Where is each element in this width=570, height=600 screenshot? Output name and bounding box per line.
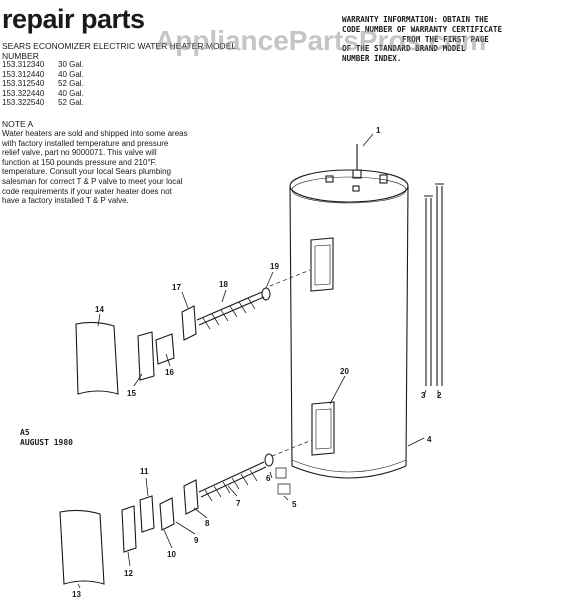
callout-5: 5: [292, 500, 297, 509]
callout-16: 16: [165, 368, 174, 377]
warranty-line: Warranty information: obtain the: [342, 15, 489, 24]
callout-15: 15: [127, 389, 136, 398]
lower-element-assembly: [121, 439, 313, 553]
model-row: 153.312340 30 Gal.: [2, 60, 84, 70]
note-body: Water heaters are sold and shipped into …: [2, 129, 240, 206]
note-line: code requirements if your water heater d…: [2, 186, 172, 196]
callout-6: 6: [266, 474, 271, 483]
callout-7: 7: [236, 499, 241, 508]
page-title: repair parts: [2, 4, 145, 34]
callout-3: 3: [421, 391, 426, 400]
callout-19: 19: [270, 262, 279, 271]
model-capacity: 40 Gal.: [58, 88, 84, 98]
edition-code: A5: [20, 428, 30, 437]
callout-11: 11: [140, 467, 149, 476]
note-line: salesman for correct T & P valve to meet…: [2, 176, 183, 186]
note-line: function at 150 pounds pressure and 210°…: [2, 157, 157, 167]
callout-1: 1: [376, 126, 381, 135]
model-capacity: 30 Gal.: [58, 60, 84, 69]
model-row: 153.322440 40 Gal.: [2, 89, 84, 99]
edition-date: AUGUST 1980: [20, 438, 73, 447]
lower-access-cover: [59, 509, 105, 585]
model-list: 153.312340 30 Gal. 153.312440 40 Gal. 153.…: [2, 60, 84, 108]
callout-12: 12: [124, 569, 133, 578]
callout-20: 20: [340, 367, 349, 376]
model-capacity: 40 Gal.: [58, 69, 84, 79]
model-capacity: 52 Gal.: [58, 79, 84, 89]
callout-2: 2: [437, 391, 442, 400]
model-row: 153.312540 52 Gal.: [2, 79, 84, 89]
note-line: Water heaters are sold and shipped into …: [2, 129, 188, 138]
model-row: 153.312440 40 Gal.: [2, 70, 84, 80]
note-line: have a factory installed T & P valve.: [2, 196, 129, 206]
note-title: NOTE A: [2, 119, 34, 129]
model-number: 153.312340: [2, 60, 45, 69]
callout-8: 8: [205, 519, 210, 528]
model-number: 153.312540: [2, 79, 45, 89]
watermark: AppliancePartsPros.com: [155, 25, 487, 56]
note-line: temperature. Consult your local Sears pl…: [2, 167, 171, 177]
callout-10: 10: [167, 550, 176, 559]
callout-13: 13: [72, 590, 81, 599]
water-heater-tank: [289, 144, 444, 479]
model-header: SEARS ECONOMIZER ELECTRIC WATER HEATER M…: [2, 41, 236, 61]
note-line: with factory installed temperature and p…: [2, 138, 169, 148]
upper-access-cover: [75, 321, 119, 395]
upper-element-assembly: [137, 269, 311, 381]
warranty-info: Warranty information: obtain the code nu…: [342, 15, 564, 64]
warranty-line: number index.: [342, 54, 402, 64]
model-number: 153.312440: [2, 69, 45, 79]
model-number: 153.322440: [2, 88, 45, 98]
warranty-line: code number of warranty certificate: [342, 24, 503, 34]
edition-stamp: A5 AUGUST 1980: [20, 428, 73, 448]
model-row: 153.322540 52 Gal.: [2, 98, 84, 108]
model-number: 153.322540: [2, 98, 45, 108]
callout-4: 4: [427, 435, 432, 444]
warranty-line: from the first page: [402, 34, 489, 44]
note-line: relief valve, part no 9000071. This valv…: [2, 148, 157, 158]
model-capacity: 52 Gal.: [58, 98, 84, 108]
warranty-line: of the standard brand model: [342, 44, 466, 54]
callout-14: 14: [95, 305, 104, 314]
callout-18: 18: [219, 280, 228, 289]
callout-9: 9: [194, 536, 199, 545]
callout-17: 17: [172, 283, 181, 292]
